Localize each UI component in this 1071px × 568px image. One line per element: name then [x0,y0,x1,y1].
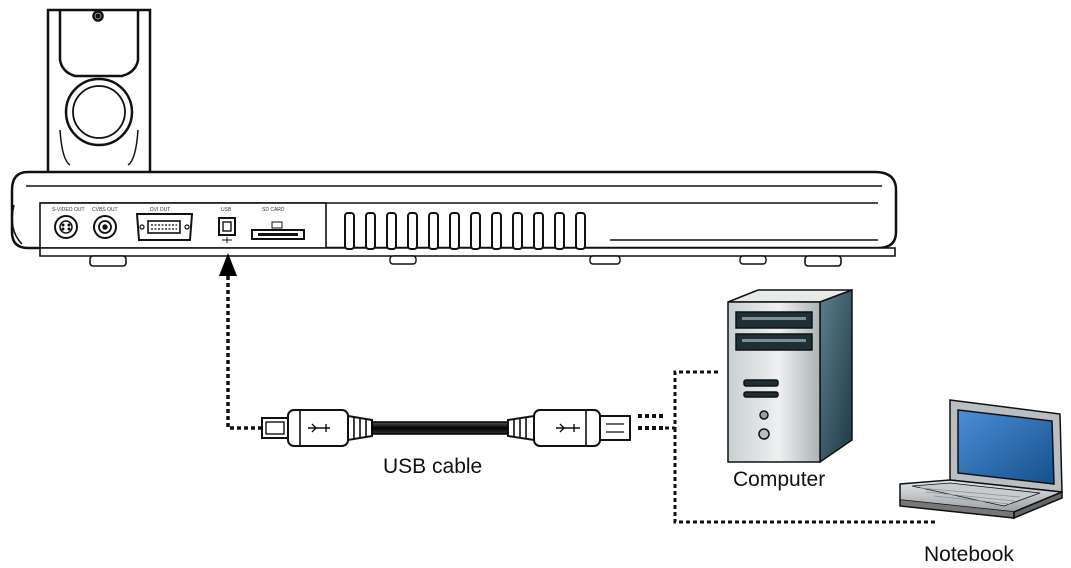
vent-slot [491,212,502,250]
port-label-cvbs: CVBS OUT [92,207,118,213]
connection-lines [638,370,935,524]
port-svideo [54,215,78,239]
port-usb [218,217,236,243]
vent-slot [386,212,397,250]
notebook-label: Notebook [924,543,1014,566]
port-label-svideo: S-VIDEO OUT [52,207,85,213]
vent-slot [449,212,460,250]
port-sd-card [251,221,305,240]
document-camera-icon: S-VIDEO OUT CVBS OUT DVI OUT USB SD CARD [10,8,898,267]
vent-slot [365,212,376,250]
vent-slot [575,212,586,250]
usb-cable-icon [261,409,631,447]
vent-slot [344,212,355,250]
vent-slot [533,212,544,250]
usb-cable-label: USB cable [383,455,482,478]
vent-slots [344,212,586,250]
vent-slot [428,212,439,250]
computer-label: Computer [733,468,825,491]
camera-arm [46,8,152,177]
laptop-icon [899,399,1063,520]
port-label-dvi: DVI OUT [150,207,170,213]
desktop-computer-icon [727,288,853,464]
usb-port-arrow [219,253,262,430]
vent-slot [470,212,481,250]
port-cvbs [93,215,117,239]
vent-slot [407,212,418,250]
vent-slot [512,212,523,250]
vent-slot [554,212,565,250]
port-label-sd-card: SD CARD [262,207,285,213]
port-label-usb: USB [221,207,232,213]
port-dvi [135,213,194,241]
